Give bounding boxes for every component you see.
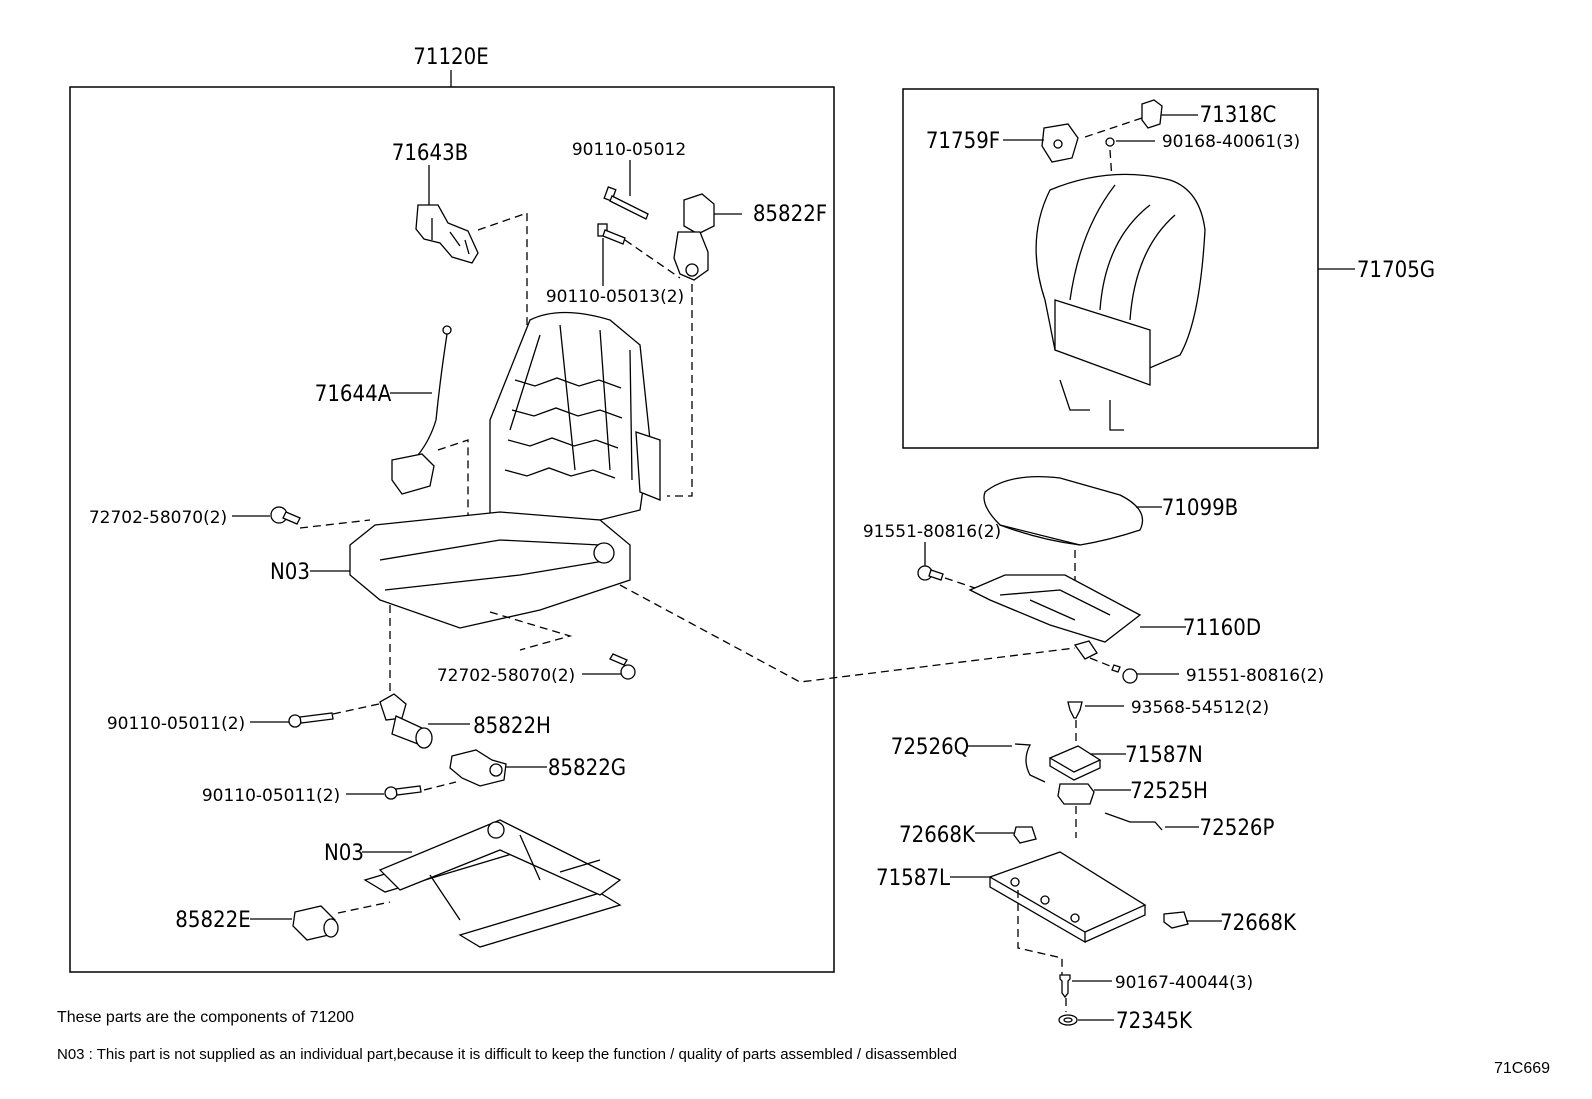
label-motor-e[interactable]: 85822E xyxy=(175,908,250,933)
label-screw-top[interactable]: 90168-40061(3) xyxy=(1162,132,1300,152)
washer-part xyxy=(1058,1014,1078,1026)
headrest-guide-part xyxy=(1141,99,1163,129)
main-assembly-frame xyxy=(69,86,835,973)
label-lock-h[interactable]: 72525H xyxy=(1130,779,1208,804)
label-hinge-cover[interactable]: 71643B xyxy=(392,141,469,166)
label-bolt-motor[interactable]: 90110-05013(2) xyxy=(546,287,684,307)
components-note: These parts are the components of 71200 xyxy=(57,1009,355,1026)
n03-note: N03 : This part is not supplied as an in… xyxy=(57,1046,957,1063)
label-harness[interactable]: 71644A xyxy=(315,382,392,407)
bolt-top-part xyxy=(603,186,649,220)
label-motor-h[interactable]: 85822H xyxy=(473,714,551,739)
label-screw-bottom[interactable]: 90167-40044(3) xyxy=(1115,973,1253,993)
label-cable-p[interactable]: 72526P xyxy=(1200,816,1275,841)
bolt-motor-part xyxy=(597,223,626,245)
label-cover-k-left[interactable]: 72668K xyxy=(899,823,976,848)
cover-k-right-part xyxy=(1163,911,1189,929)
diagram-code: 71C669 xyxy=(1494,1060,1551,1077)
bolt-cushion-right-part xyxy=(1111,664,1138,684)
motor-g-part xyxy=(449,749,507,787)
cushion-part xyxy=(983,475,1144,546)
seatback-frame-part xyxy=(489,311,661,531)
label-cushion[interactable]: 71099B xyxy=(1162,496,1239,521)
motor-e-part xyxy=(292,905,339,941)
bolt-cushion-left-part xyxy=(917,565,944,581)
label-bolt-top[interactable]: 90110-05012 xyxy=(572,140,686,160)
label-recline-motor[interactable]: 85822F xyxy=(753,202,827,227)
cushion-frame-part xyxy=(968,574,1142,660)
label-clip[interactable]: 93568-54512(2) xyxy=(1131,698,1269,718)
label-bolt-cushion-right[interactable]: 91551-80816(2) xyxy=(1186,666,1324,686)
label-back-pad[interactable]: 71705G xyxy=(1357,258,1435,283)
label-assembly-main[interactable]: 71120E xyxy=(413,45,488,70)
harness-part xyxy=(391,325,452,495)
recline-motor-part xyxy=(673,193,715,281)
label-cushion-frame[interactable]: 71160D xyxy=(1183,616,1261,641)
bolt-motor-g-part xyxy=(384,785,422,800)
label-cable-q[interactable]: 72526Q xyxy=(891,735,970,760)
screw-top-part xyxy=(1105,137,1115,147)
label-headrest-guide[interactable]: 71318C xyxy=(1200,103,1277,128)
label-bolt-frame-left[interactable]: 72702-58070(2) xyxy=(89,508,227,528)
label-track-n03[interactable]: N03 xyxy=(324,841,364,866)
label-bolt-cushion-left[interactable]: 91551-80816(2) xyxy=(863,522,1001,542)
lock-h-part xyxy=(1057,783,1095,805)
label-bracket-l[interactable]: 71587L xyxy=(876,866,950,891)
motor-h-part xyxy=(379,693,433,749)
label-motor-g[interactable]: 85822G xyxy=(548,756,626,781)
label-frame-n03[interactable]: N03 xyxy=(270,560,310,585)
seat-track-part xyxy=(363,819,622,948)
label-bracket-n[interactable]: 71587N xyxy=(1125,743,1203,768)
cable-q-part xyxy=(1014,743,1046,783)
bolt-motor-h-part xyxy=(288,712,334,728)
cover-k-left-part xyxy=(1013,826,1037,844)
bracket-n-part xyxy=(1048,745,1102,781)
label-cover-k-right[interactable]: 72668K xyxy=(1220,911,1297,936)
screw-bottom-part xyxy=(1059,974,1071,999)
seatback-pad-part xyxy=(1035,173,1206,431)
bracket-l-part xyxy=(988,851,1147,944)
seat-frame-part xyxy=(349,511,631,629)
hinge-cover-part xyxy=(415,204,479,264)
label-washer[interactable]: 72345K xyxy=(1116,1009,1193,1034)
label-bolt-motor-h[interactable]: 90110-05011(2) xyxy=(107,714,245,734)
label-support[interactable]: 71759F xyxy=(926,129,1000,154)
support-part xyxy=(1041,123,1079,163)
label-bolt-motor-g[interactable]: 90110-05011(2) xyxy=(202,786,340,806)
label-bolt-frame-bottom[interactable]: 72702-58070(2) xyxy=(437,666,575,686)
bolt-frame-bottom-part xyxy=(609,653,636,680)
clip-part xyxy=(1067,701,1083,719)
cable-p-part xyxy=(1104,812,1163,831)
bolt-frame-left-part xyxy=(270,506,301,525)
